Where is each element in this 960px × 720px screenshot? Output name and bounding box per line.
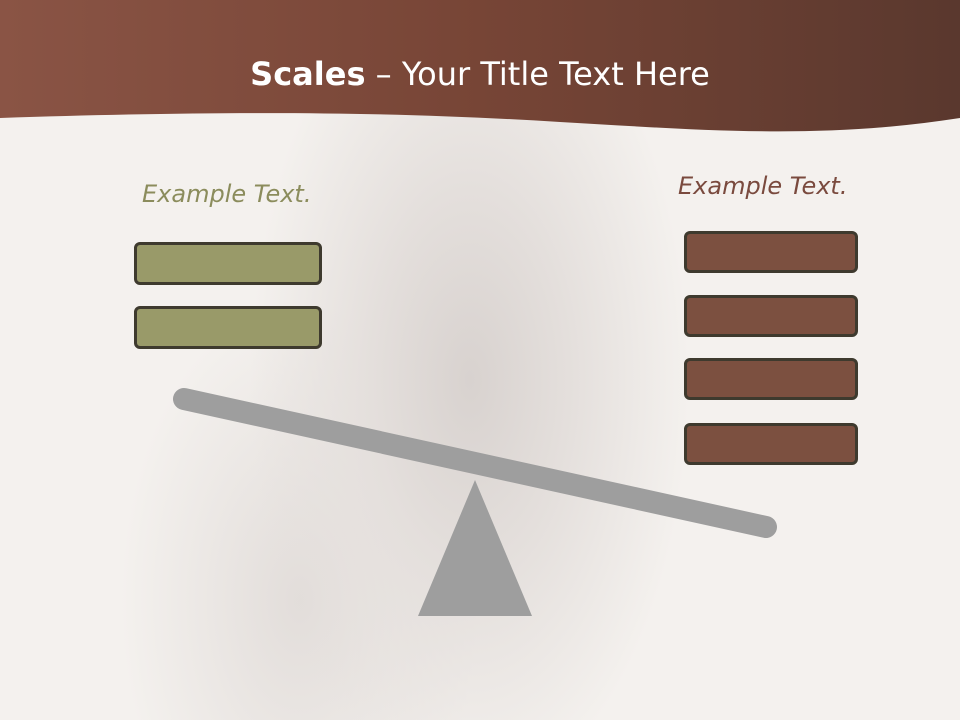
slide-title: Scales – Your Title Text Here bbox=[0, 52, 960, 96]
right-box-3 bbox=[684, 358, 858, 400]
left-label: Example Text. bbox=[142, 180, 312, 208]
left-box-2 bbox=[134, 306, 322, 349]
header-band bbox=[0, 0, 960, 132]
title-bold: Scales bbox=[250, 55, 366, 93]
title-rest: – Your Title Text Here bbox=[365, 55, 710, 93]
left-box-1 bbox=[134, 242, 322, 285]
scale-fulcrum bbox=[418, 480, 532, 616]
right-box-2 bbox=[684, 295, 858, 337]
right-box-1 bbox=[684, 231, 858, 273]
right-box-4 bbox=[684, 423, 858, 465]
scale-beam bbox=[173, 388, 777, 538]
right-label: Example Text. bbox=[678, 172, 848, 200]
